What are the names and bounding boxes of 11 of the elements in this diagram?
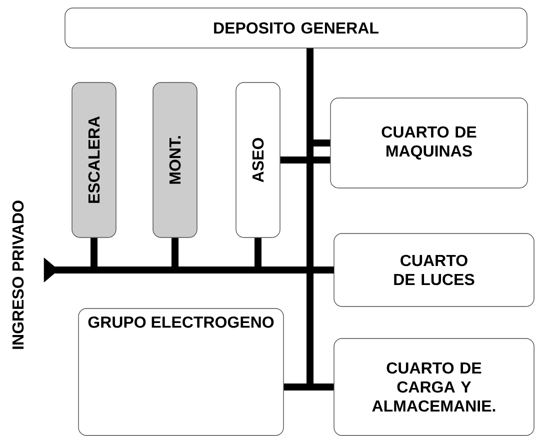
connector-line [284,383,334,390]
room-box: ASEO [236,82,280,238]
room-box: DEPOSITO GENERAL [64,8,528,48]
room-box: GRUPO ELECTROGENO [78,308,284,436]
room-box: CUARTO DE LUCES [334,233,534,307]
room-box: MONT. [152,82,198,238]
connector-line [280,156,330,164]
room-box: CUARTO DE CARGA Y ALMACEMANIE. [334,338,534,436]
entrance-label: INGRESO PRIVADO [12,200,24,349]
room-box: ESCALERA [72,82,116,238]
room-box: CUARTO DE MAQUINAS [330,98,528,188]
